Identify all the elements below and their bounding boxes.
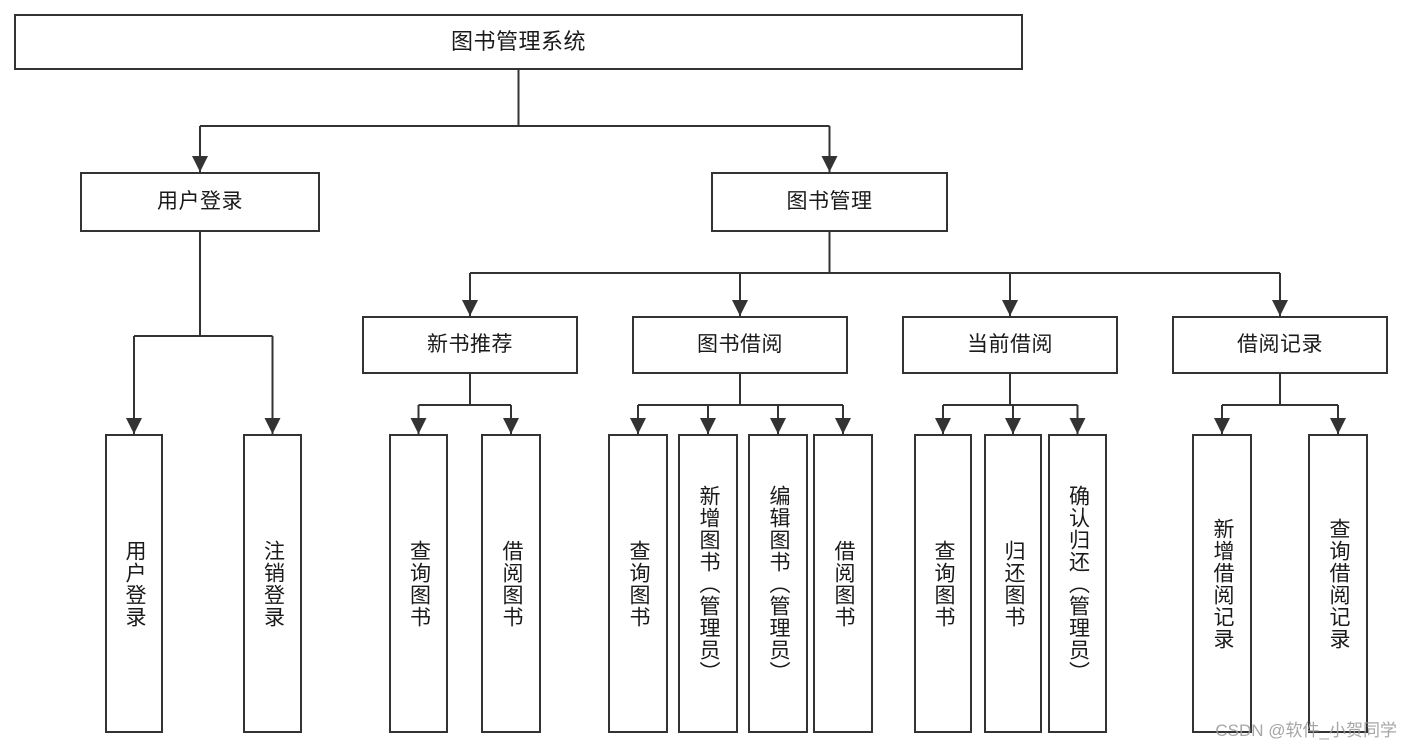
- arrowhead: [835, 418, 851, 434]
- leaf-add-borrow-record[interactable]: 新增借阅记录: [1192, 434, 1252, 733]
- node-root-system[interactable]: 图书管理系统: [14, 14, 1023, 70]
- arrowhead: [192, 156, 208, 172]
- csdn-watermark: CSDN @软件_小贺同学: [1215, 721, 1397, 740]
- node-label: 图书借阅: [697, 332, 783, 356]
- node-label: 借阅记录: [1237, 332, 1323, 356]
- node-label: 归还图书: [1001, 539, 1025, 628]
- node-label: 编辑图书（管理员）: [766, 484, 790, 683]
- leaf-return-book[interactable]: 归还图书: [984, 434, 1042, 733]
- leaf-logout[interactable]: 注销登录: [243, 434, 302, 733]
- node-current-borrow[interactable]: 当前借阅: [902, 316, 1118, 374]
- node-label: 图书管理: [786, 189, 873, 213]
- arrowhead: [770, 418, 786, 434]
- arrowhead: [732, 300, 748, 316]
- node-book-borrow[interactable]: 图书借阅: [632, 316, 848, 374]
- arrowhead: [700, 418, 716, 434]
- node-label: 借阅图书: [831, 539, 855, 628]
- arrowhead: [630, 418, 646, 434]
- node-label: 新书推荐: [427, 332, 513, 356]
- node-label: 图书管理系统: [450, 29, 586, 55]
- node-label: 当前借阅: [967, 332, 1053, 356]
- arrowhead: [935, 418, 951, 434]
- leaf-borrow-book[interactable]: 借阅图书: [813, 434, 873, 733]
- node-user-login[interactable]: 用户登录: [80, 172, 320, 232]
- arrowhead: [126, 418, 142, 434]
- leaf-confirm-return-admin[interactable]: 确认归还（管理员）: [1048, 434, 1107, 733]
- leaf-user-login[interactable]: 用户登录: [105, 434, 163, 733]
- node-borrow-record[interactable]: 借阅记录: [1172, 316, 1388, 374]
- arrowhead: [1005, 418, 1021, 434]
- leaf-query-borrow-record[interactable]: 查询借阅记录: [1308, 434, 1368, 733]
- leaf-edit-book-admin[interactable]: 编辑图书（管理员）: [748, 434, 808, 733]
- node-label: 新增图书（管理员）: [696, 484, 720, 683]
- node-label: 确认归还（管理员）: [1066, 484, 1090, 683]
- node-label: 用户登录: [157, 189, 243, 213]
- node-label: 查询借阅记录: [1326, 517, 1350, 650]
- arrowhead: [503, 418, 519, 434]
- node-label: 查询图书: [931, 539, 955, 628]
- leaf-query-book-current[interactable]: 查询图书: [914, 434, 972, 733]
- arrowhead: [264, 418, 281, 434]
- arrowhead: [410, 418, 427, 434]
- leaf-query-book-borrow[interactable]: 查询图书: [608, 434, 668, 733]
- node-label: 借阅图书: [499, 539, 523, 628]
- leaf-query-book-recommend[interactable]: 查询图书: [389, 434, 448, 733]
- arrowhead: [821, 156, 838, 172]
- node-label: 注销登录: [261, 539, 285, 628]
- arrowhead: [1214, 418, 1230, 434]
- arrowhead: [1330, 418, 1346, 434]
- leaf-add-book-admin[interactable]: 新增图书（管理员）: [678, 434, 738, 733]
- arrowhead: [1069, 418, 1086, 434]
- node-label: 用户登录: [122, 539, 146, 628]
- arrowhead: [462, 300, 478, 316]
- arrowhead: [1272, 300, 1288, 316]
- arrowhead: [1002, 300, 1018, 316]
- node-new-book-recommend[interactable]: 新书推荐: [362, 316, 578, 374]
- node-label: 查询图书: [626, 539, 650, 628]
- leaf-borrow-book-recommend[interactable]: 借阅图书: [481, 434, 541, 733]
- node-book-manage[interactable]: 图书管理: [711, 172, 948, 232]
- node-label: 查询图书: [407, 539, 431, 628]
- node-label: 新增借阅记录: [1210, 517, 1234, 650]
